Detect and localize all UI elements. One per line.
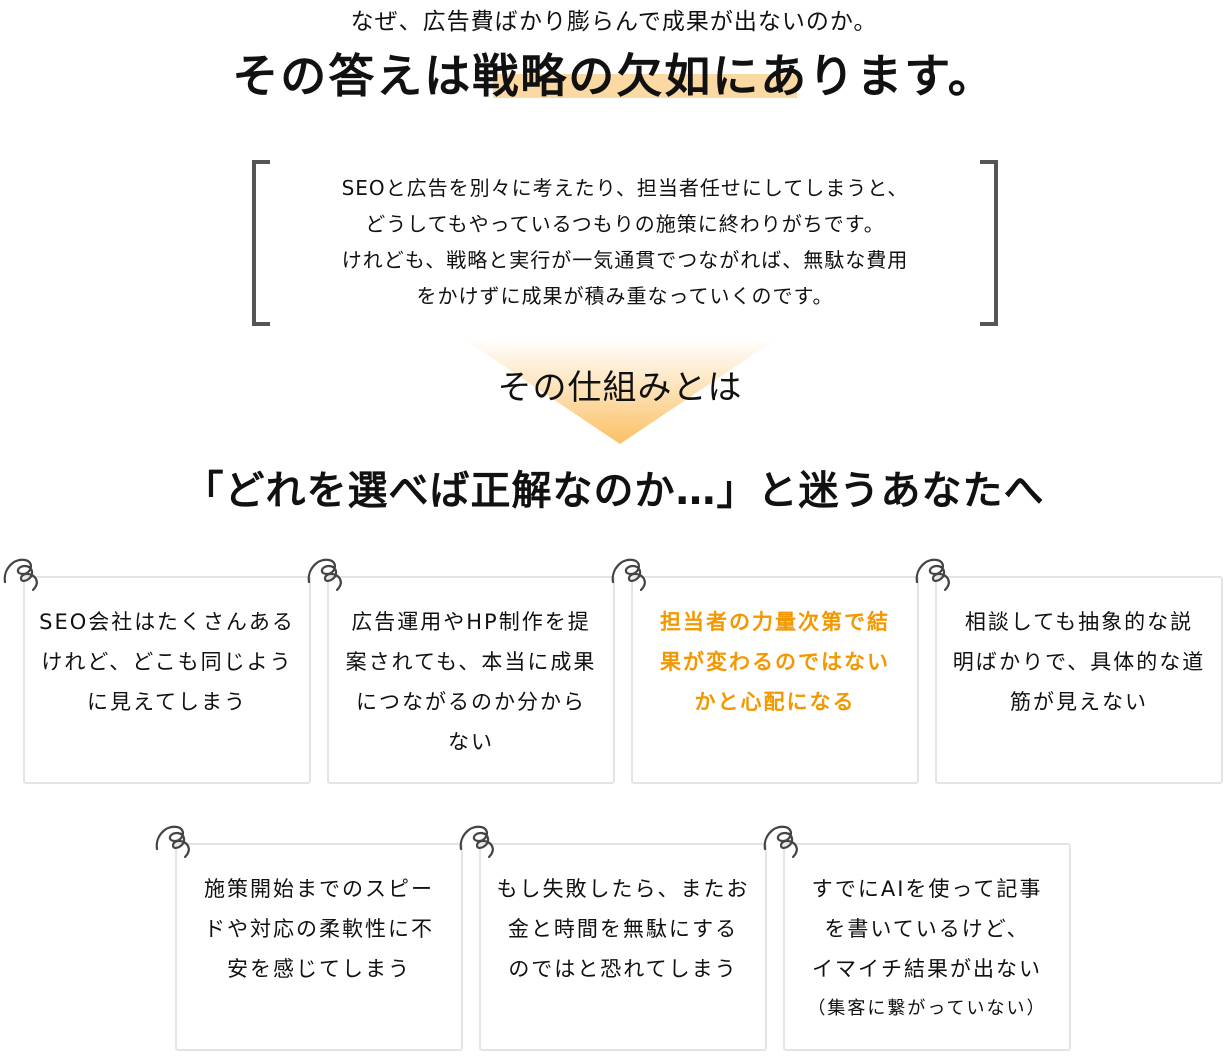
concern-card: 広告運用やHP制作を提案されても、本当に成果につながるのか分からない bbox=[307, 558, 615, 784]
lead-text: なぜ、広告費ばかり膨らんで成果が出ないのか。 bbox=[350, 9, 878, 35]
right-bracket bbox=[980, 160, 998, 326]
section-title: 「どれを選べば正解なのか…」と迷うあなたへ bbox=[183, 468, 1045, 514]
intro-line: をかけずに成果が積み重なっていくのです。 bbox=[416, 284, 834, 308]
card-line: すでにAIを使って記事 bbox=[811, 877, 1043, 901]
card-line: 案されても、本当に成果 bbox=[345, 650, 597, 674]
card-line: 果が変わるのではない bbox=[660, 650, 890, 674]
curl-icon bbox=[761, 819, 805, 863]
concern-card: すでにAIを使って記事を書いているけど、イマイチ結果が出ない （集客に繋がっていな… bbox=[763, 825, 1071, 1051]
intro-line: どうしてもやっているつもりの施策に終わりがちです。 bbox=[365, 212, 885, 236]
curl-icon bbox=[913, 552, 957, 596]
curl-icon bbox=[153, 819, 197, 863]
concern-card: SEO会社はたくさんあるけれど、どこも同じように見えてしまう bbox=[3, 558, 311, 784]
card-line: 金と時間を無駄にする bbox=[507, 917, 739, 941]
card-line: SEO会社はたくさんある bbox=[39, 610, 295, 634]
card-line: 安を感じてしまう bbox=[227, 957, 411, 981]
card-line: に見えてしまう bbox=[87, 690, 247, 714]
card-line: を書いているけど、 bbox=[824, 917, 1030, 941]
intro-paragraph: SEOと広告を別々に考えたり、担当者任せにしてしまうと、 どうしてもやっているつ… bbox=[280, 170, 970, 314]
card-line: 施策開始までのスピー bbox=[204, 877, 434, 901]
concern-card: 施策開始までのスピードや対応の柔軟性に不安を感じてしまう bbox=[155, 825, 463, 1051]
concern-card: 担当者の力量次第で結果が変わるのではないかと心配になる bbox=[611, 558, 919, 784]
curl-icon bbox=[1, 552, 45, 596]
title-highlight bbox=[493, 74, 797, 98]
card-line: 筋が見えない bbox=[1010, 690, 1148, 714]
card-note: （集客に繋がっていない） bbox=[807, 998, 1047, 1019]
card-line: かと心配になる bbox=[694, 690, 856, 714]
card-line: 広告運用やHP制作を提 bbox=[351, 610, 591, 634]
curl-icon bbox=[305, 552, 349, 596]
concern-card: 相談しても抽象的な説明ばかりで、具体的な道筋が見えない bbox=[915, 558, 1223, 784]
card-line: イマイチ結果が出ない bbox=[812, 957, 1042, 981]
curl-icon bbox=[609, 552, 653, 596]
card-line: ドや対応の柔軟性に不 bbox=[204, 917, 434, 941]
concern-card: もし失敗したら、またお金と時間を無駄にするのではと恐れてしまう bbox=[459, 825, 767, 1051]
card-line: のではと恐れてしまう bbox=[508, 957, 738, 981]
card-line: につながるのか分から bbox=[356, 690, 586, 714]
intro-line: SEOと広告を別々に考えたり、担当者任せにしてしまうと、 bbox=[341, 176, 909, 200]
card-line: 相談しても抽象的な説 bbox=[964, 610, 1194, 634]
curl-icon bbox=[457, 819, 501, 863]
card-line: 担当者の力量次第で結 bbox=[660, 610, 890, 634]
page-title: その答えは戦略の欠如にあります。 bbox=[232, 49, 996, 103]
left-bracket bbox=[252, 160, 270, 326]
intro-line: けれども、戦略と実行が一気通貫でつながれば、無駄な費用 bbox=[341, 248, 909, 272]
card-line: ない bbox=[448, 730, 494, 754]
card-line: もし失敗したら、またお bbox=[496, 877, 750, 901]
card-line: けれど、どこも同じよう bbox=[41, 650, 293, 674]
mechanism-label: その仕組みとは bbox=[497, 368, 743, 408]
card-line: 明ばかりで、具体的な道 bbox=[952, 650, 1206, 674]
